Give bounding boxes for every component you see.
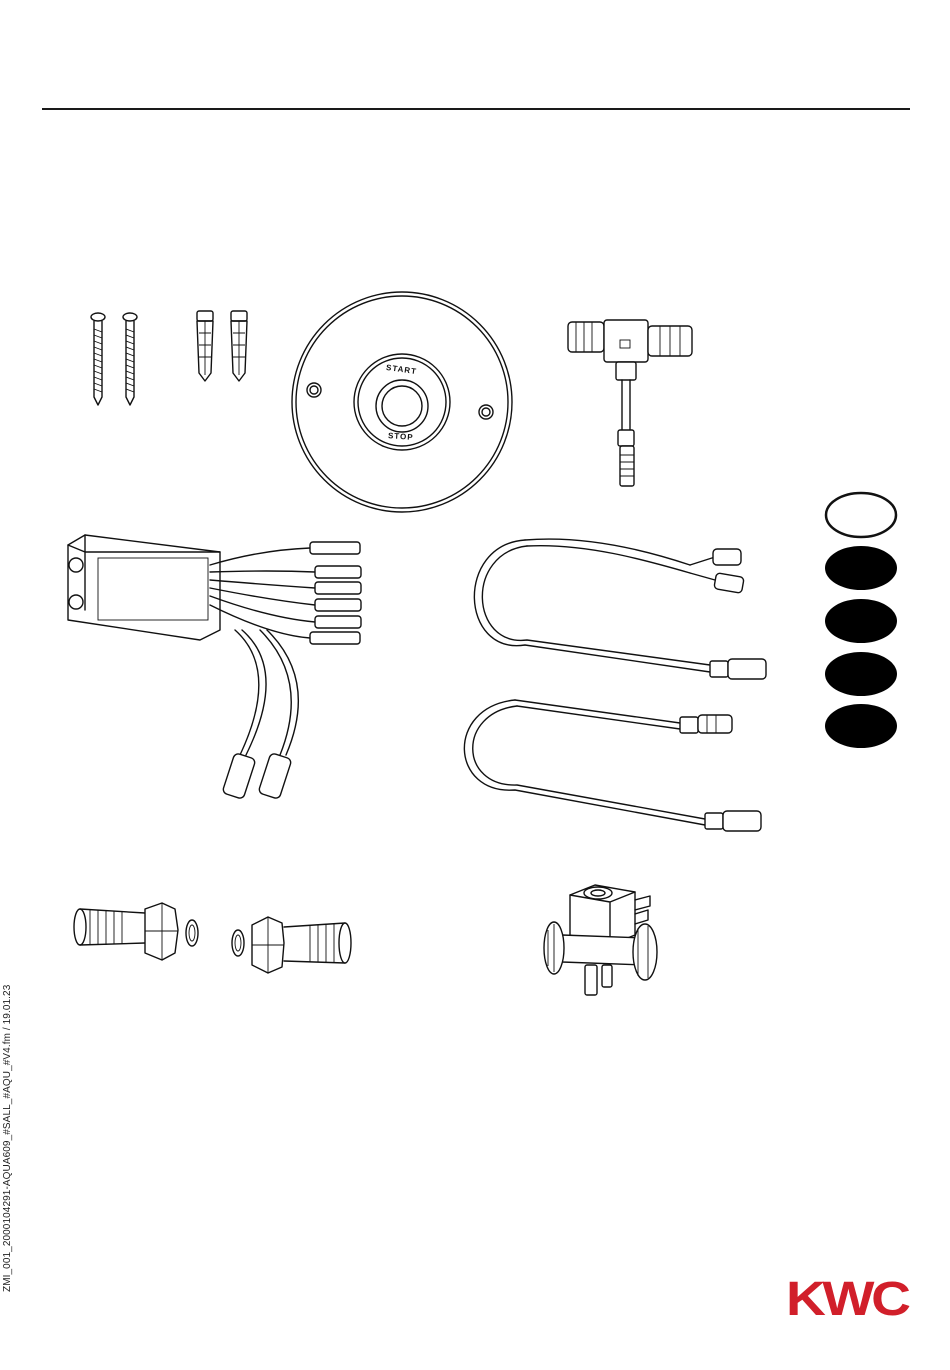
- legend-item-solid-2: [825, 599, 897, 643]
- legend-item-outline: [826, 493, 896, 537]
- solenoid-valve-illustration: [540, 880, 670, 1005]
- t-connector-illustration: [560, 310, 710, 495]
- plug-1: [197, 311, 213, 381]
- plug-2: [231, 311, 247, 381]
- fitting-right: [232, 917, 351, 973]
- cable-coil-2-illustration: [455, 695, 775, 850]
- legend-item-solid-1: [825, 546, 897, 590]
- legend-ellipses: [820, 488, 905, 753]
- stop-label: STOP: [388, 431, 414, 442]
- control-box-illustration: [60, 530, 380, 805]
- fitting-left: [74, 903, 198, 960]
- legend-item-solid-4: [825, 704, 897, 748]
- document-code: ZMI_001_2000104291-AQUA609_#SALL_#AQU_#V…: [2, 985, 13, 1292]
- cable-coil-1-illustration: [465, 535, 775, 695]
- start-stop-plate-illustration: [290, 290, 520, 520]
- screw-1: [91, 313, 105, 405]
- legend-item-solid-3: [825, 652, 897, 696]
- screw-2: [123, 313, 137, 405]
- kwc-logo: KWC: [786, 1276, 931, 1324]
- connector-plugs: [310, 542, 361, 644]
- header-rule: [42, 108, 910, 110]
- wall-plugs-illustration: [185, 303, 265, 388]
- screws-illustration: [70, 305, 150, 415]
- pipe-fittings-illustration: [70, 895, 360, 985]
